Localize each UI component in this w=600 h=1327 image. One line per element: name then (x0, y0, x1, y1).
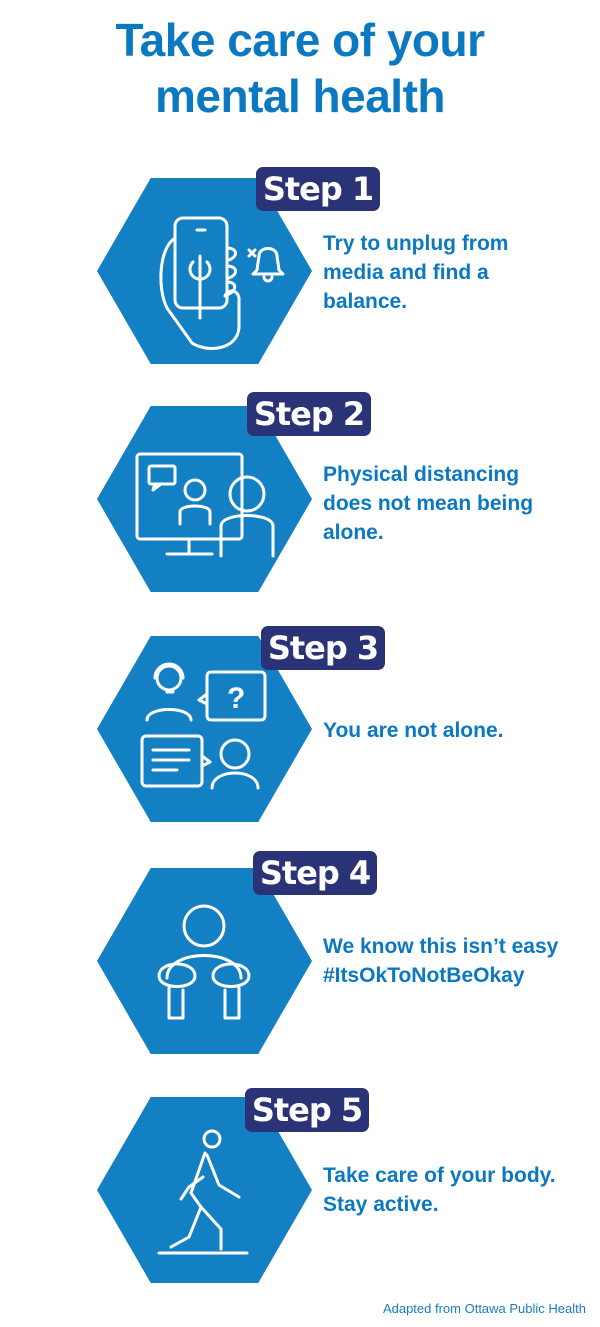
step-badge: Step 2 (247, 392, 371, 436)
step-badge: Step 1 (256, 167, 380, 211)
step-text: Try to unplug from media and find a bala… (323, 229, 508, 316)
step-text: Take care of your body. Stay active. (323, 1161, 556, 1219)
step-badge: Step 4 (253, 851, 377, 895)
hand-phone-icon (159, 216, 285, 350)
svg-text:?: ? (227, 682, 245, 715)
title-line-2: mental health (154, 70, 446, 122)
title-line-1: Take care of your (115, 14, 485, 66)
hexagon (97, 868, 312, 1054)
step-text-line: Try to unplug from (323, 232, 509, 255)
step-text-line: #ItsOkToNotBeOkay (323, 964, 525, 987)
step-text-line: balance. (323, 290, 408, 313)
step-text-line: alone. (323, 521, 384, 544)
step-2: Step 2 Physical distancing does not mean… (0, 390, 600, 592)
step-text-line: does not mean being (323, 492, 534, 515)
step-text-line: media and find a (323, 261, 489, 284)
step-text-line: Take care of your body. (323, 1164, 556, 1187)
step-3: ? Step 3 You are not alone. (0, 624, 600, 824)
helpline-chat-icon: ? (140, 662, 267, 790)
step-text: We know this isn’t easy #ItsOkToNotBeOka… (323, 932, 558, 990)
step-badge: Step 5 (245, 1088, 369, 1132)
step-text: Physical distancing does not mean being … (323, 460, 533, 547)
step-text-line: Physical distancing (323, 463, 520, 486)
walking-person-icon (157, 1129, 249, 1255)
step-text: You are not alone. (323, 716, 503, 745)
step-5: Step 5 Take care of your body. Stay acti… (0, 1087, 600, 1287)
video-call-icon (135, 452, 275, 558)
sad-person-icon (157, 904, 251, 1020)
page-title: Take care of your mental health (0, 12, 600, 124)
source-credit: Adapted from Ottawa Public Health (382, 1301, 586, 1316)
step-text-line: Stay active. (323, 1193, 439, 1216)
step-4: Step 4 We know this isn’t easy #ItsOkToN… (0, 850, 600, 1054)
step-text-line: We know this isn’t easy (323, 935, 559, 958)
step-badge: Step 3 (261, 626, 385, 670)
step-text-line: You are not alone. (323, 719, 504, 742)
step-1: Step 1 Try to unplug from media and find… (0, 165, 600, 365)
